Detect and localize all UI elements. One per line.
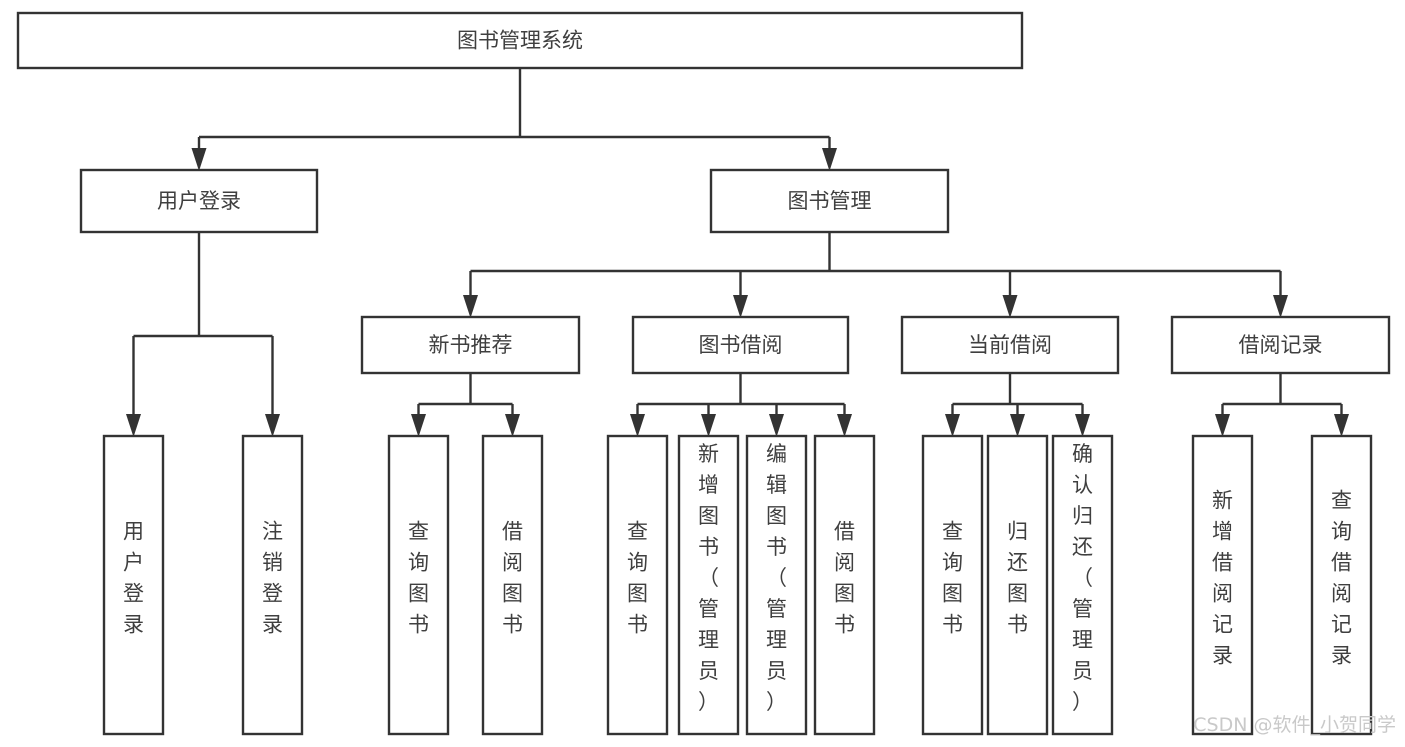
node-box[interactable] (1170, 315, 1391, 375)
node-newbook[interactable]: 新书推荐 (360, 315, 581, 375)
arrow-head-icon (265, 414, 280, 437)
arrow-head-icon (1075, 414, 1090, 437)
node-box[interactable] (1310, 434, 1373, 736)
node-box[interactable] (900, 315, 1120, 375)
node-label: 查询图书 (627, 520, 648, 637)
connector-group-login (126, 232, 280, 437)
arrow-head-icon (1334, 414, 1349, 437)
node-box[interactable] (1191, 434, 1254, 736)
node-box[interactable] (481, 434, 544, 736)
node-label: 图书管理 (788, 189, 872, 213)
node-label: 归还图书 (1007, 520, 1028, 637)
arrow-head-icon (945, 414, 960, 437)
node-leaf-login-1[interactable]: 用户登录 (102, 434, 165, 736)
node-record[interactable]: 借阅记录 (1170, 315, 1391, 375)
node-label: 图书借阅 (699, 333, 783, 357)
arrow-head-icon (1273, 295, 1288, 318)
connector-group-record (1215, 373, 1349, 437)
node-label: 新书推荐 (429, 333, 513, 357)
node-label: 注销登录 (262, 520, 283, 637)
node-label: 当前借阅 (968, 333, 1052, 357)
node-box[interactable] (813, 434, 876, 736)
node-leaf-new-2[interactable]: 借阅图书 (481, 434, 544, 736)
arrow-head-icon (822, 148, 837, 171)
node-box[interactable] (16, 11, 1024, 70)
node-box[interactable] (921, 434, 984, 736)
connector-group-borrow (630, 373, 852, 437)
node-label: 确认归还（管理员） (1072, 442, 1093, 714)
csdn-watermark: CSDN @软件_小贺同学 (1193, 714, 1396, 736)
arrow-head-icon (191, 148, 207, 171)
node-box[interactable] (677, 434, 740, 736)
node-box[interactable] (241, 434, 304, 736)
arrow-head-icon (630, 414, 645, 437)
node-layer: 图书管理系统用户登录图书管理新书推荐图书借阅当前借阅借阅记录用户登录注销登录查询… (16, 11, 1391, 736)
node-box[interactable] (387, 434, 450, 736)
node-leaf-cur-1[interactable]: 查询图书 (921, 434, 984, 736)
node-label: 查询图书 (942, 520, 963, 637)
arrow-head-icon (411, 414, 426, 437)
node-label: 借阅图书 (834, 520, 855, 637)
node-box[interactable] (606, 434, 669, 736)
arrow-head-icon (837, 414, 852, 437)
node-label: 新增借阅记录 (1212, 489, 1233, 668)
node-borrow[interactable]: 图书借阅 (631, 315, 850, 375)
node-label: 查询图书 (408, 520, 429, 637)
node-leaf-borrow-2[interactable]: 新增图书（管理员） (677, 434, 740, 736)
connector-group-current (945, 373, 1090, 437)
node-box[interactable] (79, 168, 319, 234)
node-box[interactable] (1051, 434, 1114, 736)
node-label: 新增图书（管理员） (698, 442, 719, 714)
arrow-head-icon (1010, 414, 1025, 437)
node-leaf-borrow-3[interactable]: 编辑图书（管理员） (745, 434, 808, 736)
arrow-head-icon (505, 414, 520, 437)
node-label: 用户登录 (157, 189, 241, 213)
node-root[interactable]: 图书管理系统 (16, 11, 1024, 70)
arrow-head-icon (126, 414, 141, 437)
node-current[interactable]: 当前借阅 (900, 315, 1120, 375)
arrow-head-icon (733, 295, 748, 318)
node-leaf-rec-2[interactable]: 查询借阅记录 (1310, 434, 1373, 736)
arrow-head-icon (463, 295, 478, 318)
node-leaf-cur-3[interactable]: 确认归还（管理员） (1051, 434, 1114, 736)
connector-group-bookmgr (463, 232, 1288, 318)
node-box[interactable] (709, 168, 950, 234)
node-label: 查询借阅记录 (1331, 489, 1352, 668)
node-login[interactable]: 用户登录 (79, 168, 319, 234)
arrow-head-icon (769, 414, 784, 437)
connector-group-root (191, 68, 837, 171)
node-label: 编辑图书（管理员） (766, 442, 787, 714)
node-box[interactable] (631, 315, 850, 375)
node-bookmgr[interactable]: 图书管理 (709, 168, 950, 234)
node-leaf-borrow-1[interactable]: 查询图书 (606, 434, 669, 736)
node-leaf-rec-1[interactable]: 新增借阅记录 (1191, 434, 1254, 736)
node-box[interactable] (102, 434, 165, 736)
node-label: 借阅图书 (502, 520, 523, 637)
node-box[interactable] (986, 434, 1049, 736)
node-label: 图书管理系统 (457, 29, 583, 53)
node-label: 用户登录 (123, 520, 144, 637)
node-leaf-cur-2[interactable]: 归还图书 (986, 434, 1049, 736)
node-box[interactable] (360, 315, 581, 375)
node-leaf-borrow-4[interactable]: 借阅图书 (813, 434, 876, 736)
arrow-head-icon (701, 414, 716, 437)
node-leaf-new-1[interactable]: 查询图书 (387, 434, 450, 736)
node-box[interactable] (745, 434, 808, 736)
arrow-head-icon (1215, 414, 1230, 437)
connector-layer (126, 68, 1349, 437)
arrow-head-icon (1002, 295, 1018, 318)
node-leaf-login-2[interactable]: 注销登录 (241, 434, 304, 736)
connector-group-newbook (411, 373, 520, 437)
node-label: 借阅记录 (1239, 333, 1323, 357)
